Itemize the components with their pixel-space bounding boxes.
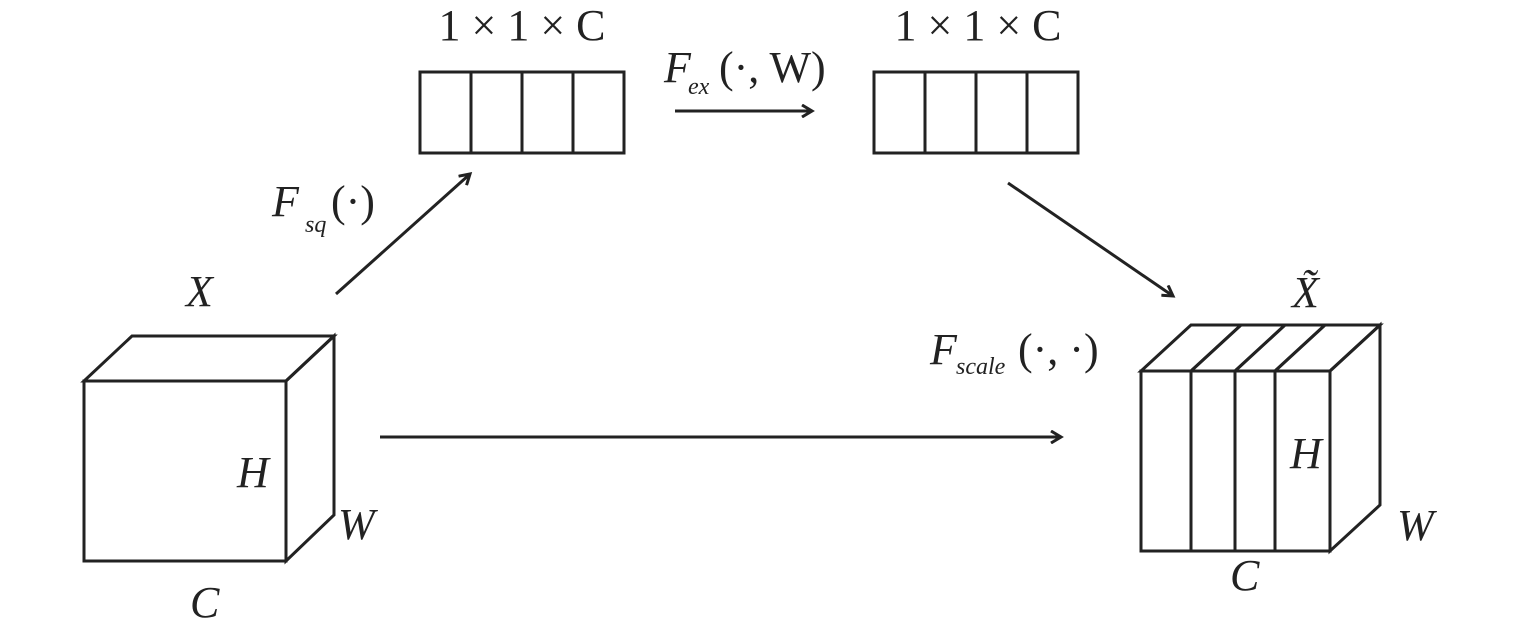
scaled-cube-top-segment (1231, 323, 1329, 373)
f-ex-symbol: F (663, 43, 692, 92)
squeeze-dims-label: 1 × 1 × C (439, 1, 606, 50)
excitation-vector (872, 70, 1080, 155)
f-ex-arguments: (·, W) (719, 43, 826, 92)
input-c-label: C (190, 578, 220, 627)
excitation-cell (1025, 70, 1080, 155)
output-h-label: H (1289, 429, 1324, 478)
input-cube-side-face (284, 332, 336, 565)
excitation-cell (872, 70, 927, 155)
input-cube-top-face (80, 334, 338, 383)
output-x-tilde-label: X̃ (1290, 268, 1321, 317)
scaled-cube-side-face (1328, 321, 1382, 555)
scaled-cube-front-segment (1233, 369, 1277, 553)
scaled-cube-front-segment (1189, 369, 1237, 553)
scaled-cube-top-segment (1271, 323, 1384, 373)
f-ex-label: F ex (·, W) (663, 43, 826, 100)
scaled-cube-front-segment (1273, 369, 1332, 553)
squeeze-cell (520, 70, 575, 155)
recalibration-arrow (1007, 181, 1173, 296)
scaled-cube-top-segment (1137, 323, 1245, 373)
f-scale-arguments: (·, ·) (1018, 325, 1099, 374)
f-scale-subscript: scale (956, 354, 1006, 380)
squeeze-cell (571, 70, 626, 155)
f-sq-symbol: F (271, 177, 300, 226)
scaled-cube-top-segment (1187, 323, 1289, 373)
f-ex-subscript: ex (688, 74, 710, 100)
input-feature-cube (80, 332, 338, 565)
f-sq-subscript: sq (305, 212, 326, 238)
scaled-cube-front-segment (1139, 369, 1193, 553)
squeeze-vector (418, 70, 626, 155)
input-x-label: X (184, 267, 215, 316)
input-cube-front-face (82, 379, 288, 563)
excitation-dims-label: 1 × 1 × C (895, 1, 1062, 50)
f-scale-symbol: F (929, 325, 958, 374)
excitation-cell (974, 70, 1029, 155)
squeeze-arrow (334, 174, 470, 296)
f-sq-arguments: (·) (331, 177, 375, 226)
f-scale-label: F scale (·, ·) (929, 325, 1099, 380)
squeeze-cell (469, 70, 524, 155)
output-w-label: W (1397, 501, 1437, 550)
squeeze-cell (418, 70, 473, 155)
input-h-label: H (236, 448, 271, 497)
scaled-feature-cube (1137, 321, 1384, 555)
excitation-cell (923, 70, 978, 155)
input-w-label: W (338, 500, 378, 549)
output-c-label: C (1230, 551, 1260, 600)
f-sq-label: F sq (·) (271, 177, 375, 238)
